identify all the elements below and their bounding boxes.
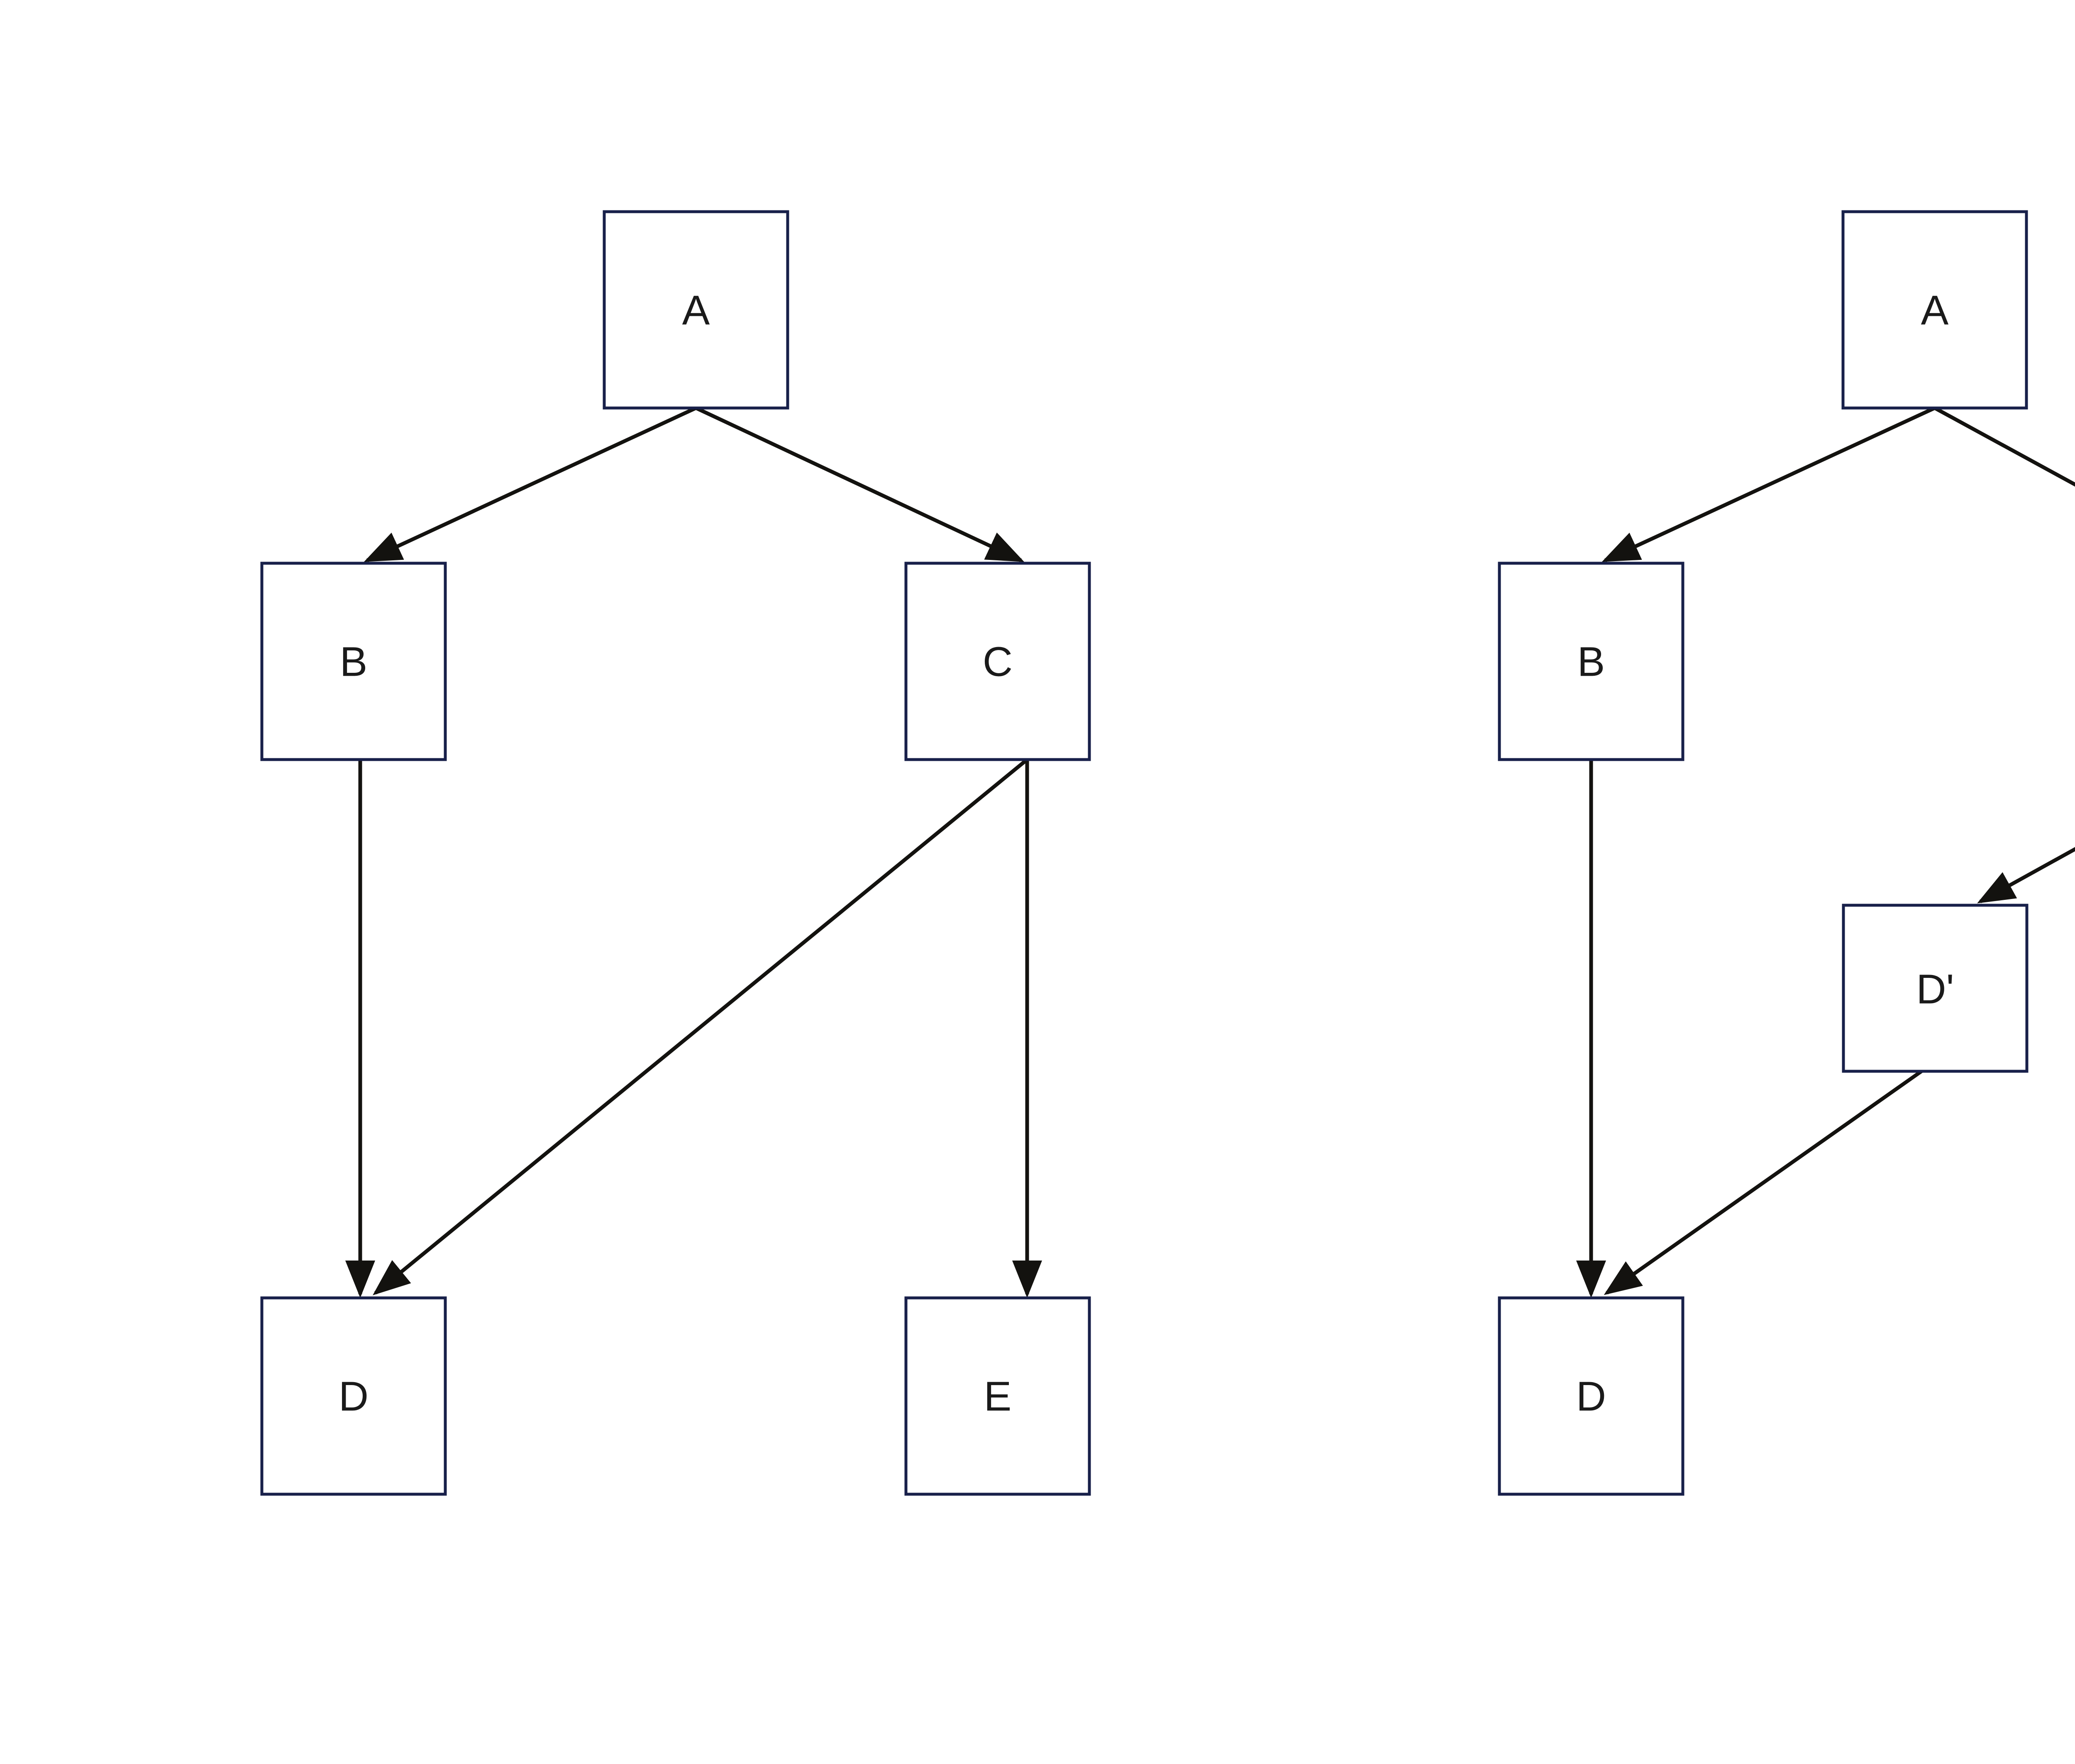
edge-dprime-to-d2 — [1604, 1070, 1923, 1295]
node-c-box[interactable] — [904, 562, 1091, 761]
node-b2[interactable]: B — [1498, 562, 1684, 761]
node-b2-label: B — [1577, 638, 1605, 685]
node-b[interactable]: B — [260, 562, 447, 761]
node-b-box[interactable] — [260, 562, 447, 761]
node-d2[interactable]: D — [1498, 1296, 1684, 1496]
node-e[interactable]: E — [904, 1296, 1091, 1496]
node-a2[interactable]: A — [1841, 210, 2028, 410]
edge-a-to-c — [695, 406, 1025, 562]
edges-right — [1576, 406, 2075, 1298]
edge-c-to-d — [373, 758, 1028, 1295]
node-dprime[interactable]: D' — [1842, 904, 2029, 1073]
node-b2-box[interactable] — [1498, 562, 1684, 761]
edge-c2-to-dprime — [1977, 847, 2075, 904]
edge-a2-to-c2 — [1933, 406, 2075, 487]
node-b-label: B — [340, 638, 368, 685]
node-d-label: D — [339, 1373, 369, 1420]
node-d2-label: D — [1576, 1373, 1606, 1420]
panel-left-original-graph: A B C D E — [260, 210, 1091, 1496]
node-e-label: E — [984, 1373, 1012, 1420]
edge-a-to-b — [364, 406, 697, 562]
node-a[interactable]: A — [603, 210, 789, 410]
node-d[interactable]: D — [260, 1296, 447, 1496]
node-dprime-label: D' — [1916, 966, 1954, 1012]
node-dprime-box[interactable] — [1842, 904, 2029, 1073]
edges-left — [345, 406, 1042, 1298]
edge-a2-to-b2 — [1601, 406, 1936, 562]
node-d2-box[interactable] — [1498, 1296, 1684, 1496]
node-a2-label: A — [1921, 287, 1949, 333]
node-c[interactable]: C — [904, 562, 1091, 761]
node-c-label: C — [983, 638, 1013, 685]
panel-right-duplicated-graph: A B C D' D E — [1498, 210, 2075, 1496]
node-e-box[interactable] — [904, 1296, 1091, 1496]
node-a-box[interactable] — [603, 210, 789, 410]
node-d-box[interactable] — [260, 1296, 447, 1496]
node-a-label: A — [682, 287, 710, 333]
node-a2-box[interactable] — [1841, 210, 2028, 410]
